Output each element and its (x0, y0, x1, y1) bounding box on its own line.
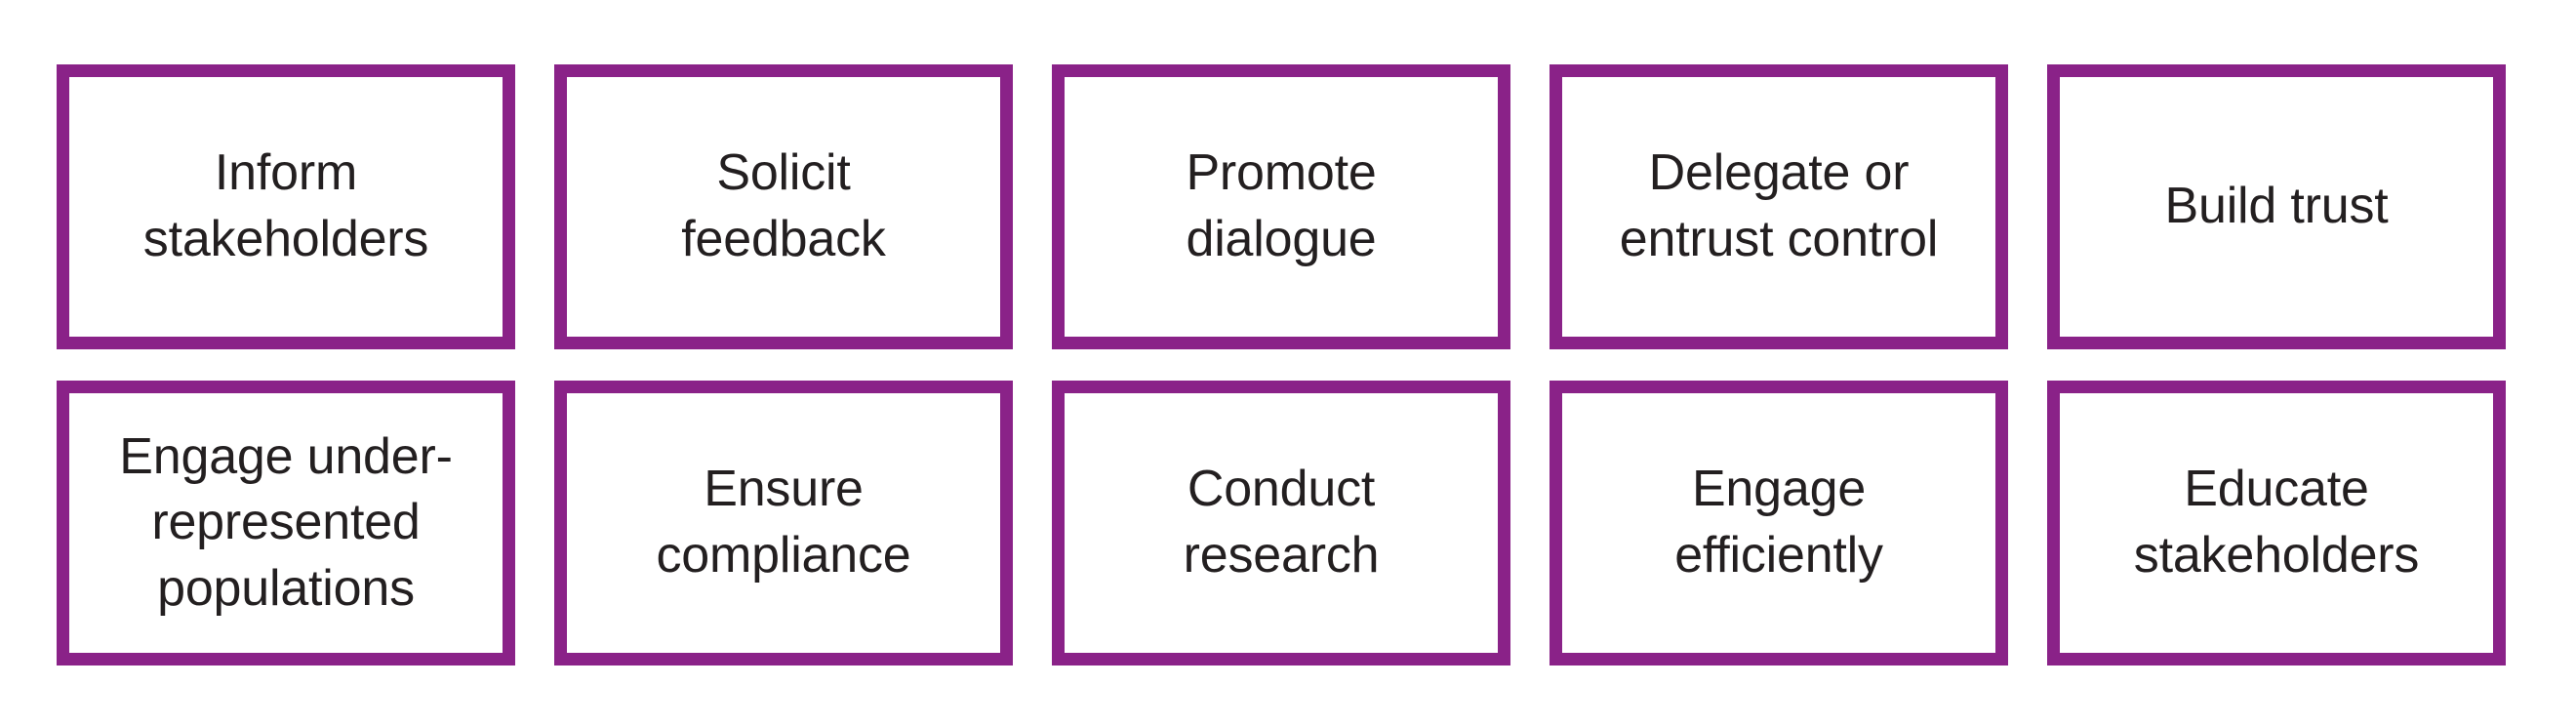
goal-card-label: Solicit feedback (681, 144, 886, 267)
goal-card-grid: Inform stakeholders Solicit feedback Pro… (57, 64, 2506, 666)
goal-card-educate-stakeholders[interactable]: Educate stakeholders (2047, 381, 2506, 666)
goal-card-label: Promote dialogue (1186, 144, 1377, 267)
goal-card-label: Conduct research (1183, 461, 1380, 584)
goal-card-label: Inform stakeholders (142, 144, 429, 267)
goal-card-ensure-compliance[interactable]: Ensure compliance (554, 381, 1013, 666)
goal-card-label: Ensure compliance (656, 461, 911, 584)
goal-card-label: Engage efficiently (1674, 461, 1883, 584)
goal-card-label: Engage under- represented populations (119, 427, 453, 617)
goal-card-promote-dialogue[interactable]: Promote dialogue (1052, 64, 1510, 349)
goal-card-engage-underrepresented[interactable]: Engage under- represented populations (57, 381, 515, 666)
goal-card-solicit-feedback[interactable]: Solicit feedback (554, 64, 1013, 349)
goal-card-build-trust[interactable]: Build trust (2047, 64, 2506, 349)
goal-card-label: Educate stakeholders (2133, 461, 2420, 584)
goal-card-conduct-research[interactable]: Conduct research (1052, 381, 1510, 666)
goal-card-label: Build trust (2164, 178, 2389, 235)
goal-card-delegate-or-entrust-control[interactable]: Delegate or entrust control (1550, 64, 2008, 349)
goal-card-inform-stakeholders[interactable]: Inform stakeholders (57, 64, 515, 349)
goal-card-label: Delegate or entrust control (1619, 144, 1939, 267)
goal-card-engage-efficiently[interactable]: Engage efficiently (1550, 381, 2008, 666)
